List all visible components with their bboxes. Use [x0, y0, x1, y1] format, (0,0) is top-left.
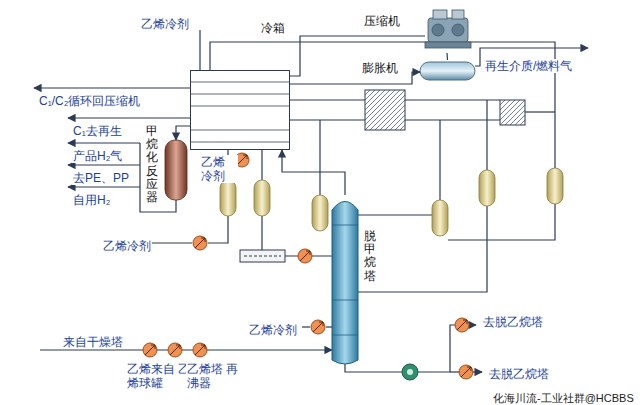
label-holder: C₁/C₂循环回压缩机	[38, 91, 141, 109]
methanation-reactor	[165, 140, 187, 200]
label-holder: 去脱乙烷塔	[482, 312, 544, 330]
expander	[420, 62, 475, 80]
stream-label: 乙烯 冷剂	[200, 155, 238, 183]
process-stream	[290, 72, 420, 84]
expander-unit: 膨胀机	[420, 60, 475, 82]
stream-label: C₁/C₂循环回压缩机	[38, 94, 141, 108]
stream-label: 乙烯冷剂	[140, 17, 190, 31]
process-stream	[446, 53, 448, 60]
heat-exchanger-symbols	[143, 153, 473, 379]
cold-box: 冷箱	[190, 70, 290, 150]
label-holder: 来自干燥塔	[62, 332, 124, 350]
label-holder: 产品H₂气	[72, 146, 123, 164]
stream-label: 乙烯冷剂	[248, 323, 298, 337]
plate-exchangers	[240, 90, 525, 262]
cold-box	[190, 82, 290, 142]
label-holder: 乙烯冷剂	[102, 236, 152, 254]
stream-label: 来自干燥塔	[62, 335, 124, 349]
stream-label: 去PE、PP	[72, 171, 130, 185]
watermark: 化海川流-工业社群@HCBBS	[492, 391, 635, 405]
equipment-name: 脱甲烷塔	[364, 230, 376, 283]
drums	[220, 168, 563, 236]
methanation-reactor: 甲烷化反应器	[165, 140, 187, 200]
stream-label: 自用H₂	[72, 193, 111, 207]
demethanizer-tower: 脱甲烷塔	[332, 195, 358, 360]
equipment-name: 压缩机	[364, 14, 414, 28]
label-holder: 乙烯冷剂	[248, 320, 298, 338]
stream-label: 去脱乙烷塔	[488, 367, 550, 381]
process-stream	[282, 150, 345, 195]
label-holder: 自用H₂	[72, 190, 111, 208]
stream-label: 乙烯塔 再沸器	[186, 362, 240, 390]
stream-label: 再生介质/燃料气	[484, 59, 573, 73]
stream-label: 乙烯冷剂	[102, 239, 152, 253]
equipment-name: 冷箱	[261, 21, 359, 35]
label-holder: 乙烯 冷剂	[200, 155, 238, 184]
label-holder: 去PE、PP	[72, 168, 130, 186]
stream-label: 去脱乙烷塔	[482, 315, 544, 329]
pipe-lines	[34, 30, 588, 372]
stream-label: C₁去再生	[72, 124, 123, 138]
label-holder: C₁去再生	[72, 121, 123, 139]
demethanizer-tower	[332, 202, 358, 365]
label-holder: 乙烯塔 再沸器	[186, 362, 240, 391]
label-holder: 再生介质/燃料气	[484, 56, 573, 74]
pump	[402, 364, 418, 380]
stream-label: 产品H₂气	[72, 149, 123, 163]
compressor-unit: 压缩机	[422, 8, 472, 53]
equipment-name: 膨胀机	[362, 61, 417, 75]
label-holder: 去脱乙烷塔	[488, 364, 550, 382]
equipment-name: 甲烷化反应器	[146, 125, 158, 204]
process-stream	[176, 126, 190, 140]
label-holder: 化海川流-工业社群@HCBBS	[492, 388, 635, 405]
compressor	[425, 10, 471, 48]
label-holder: 乙烯冷剂	[140, 14, 190, 32]
